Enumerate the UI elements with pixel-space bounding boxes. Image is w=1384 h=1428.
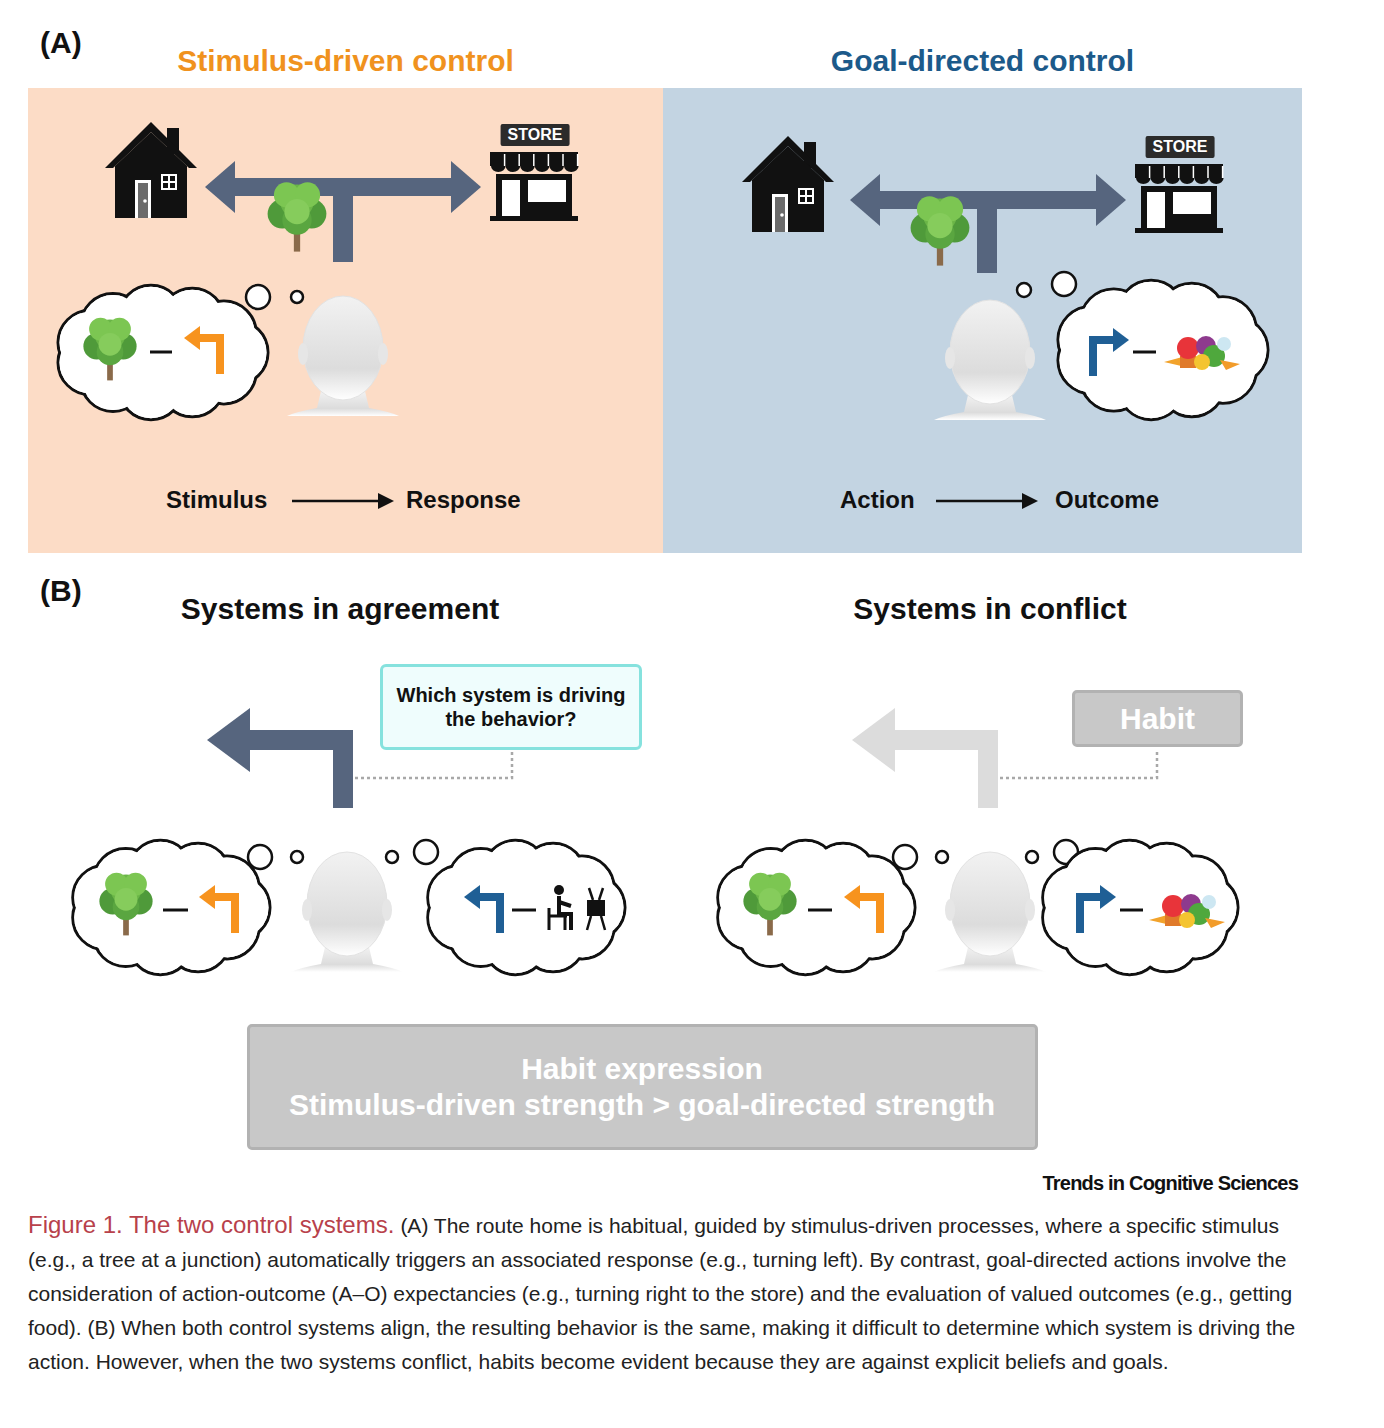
thought-cloud xyxy=(718,840,915,974)
turn-arrow xyxy=(1080,885,1116,933)
panel-letter: (A) xyxy=(40,26,82,60)
head-icon xyxy=(934,852,1046,972)
association-dash xyxy=(512,909,536,912)
food-icon xyxy=(1149,894,1225,928)
thought-bubble xyxy=(1017,283,1031,297)
box-subtext: Stimulus-driven strength > goal-directed… xyxy=(289,1087,995,1123)
turn-arrow xyxy=(844,885,880,933)
thought-cloud xyxy=(1043,840,1238,974)
sign-text: STORE xyxy=(508,126,563,143)
turn-arrow xyxy=(184,326,220,374)
association-dash xyxy=(1133,351,1156,354)
turn-arrow xyxy=(464,885,500,933)
section-heading: Systems in agreement xyxy=(181,592,499,626)
tree-icon xyxy=(99,873,152,936)
figure-title: Figure 1. The two control systems. xyxy=(28,1211,394,1238)
association-dash xyxy=(150,351,172,354)
thought-bubble xyxy=(1026,851,1038,863)
store-sign: STORE xyxy=(1146,136,1215,158)
panel-heading: Goal-directed control xyxy=(663,44,1302,78)
turn-arrow-large xyxy=(207,708,343,808)
association-dash xyxy=(808,909,832,912)
question-callout: Which system is driving the behavior? xyxy=(380,664,642,750)
leader-line xyxy=(1000,750,1157,778)
tv-watching-icon xyxy=(549,885,605,930)
thought-bubble xyxy=(936,851,948,863)
tree-icon xyxy=(83,318,136,381)
box-text: Habit expression xyxy=(521,1051,763,1087)
thought-bubble xyxy=(246,285,270,309)
thought-bubble xyxy=(414,840,438,864)
thought-bubble xyxy=(386,851,398,863)
food-icon xyxy=(1164,336,1240,370)
sign-text: STORE xyxy=(1153,138,1208,155)
term-label: Stimulus xyxy=(166,486,267,514)
association-dash xyxy=(163,909,188,912)
habit-box: Habit xyxy=(1072,690,1243,747)
turn-arrow-faded xyxy=(852,708,988,808)
habit-expression-box: Habit expressionStimulus-driven strength… xyxy=(247,1024,1038,1150)
turn-arrow xyxy=(1093,328,1129,376)
thought-cloud xyxy=(73,840,270,974)
thought-bubble xyxy=(291,291,303,303)
section-heading: Systems in conflict xyxy=(853,592,1126,626)
thought-cloud xyxy=(428,840,625,974)
thought-cloud xyxy=(1058,280,1268,419)
thought-bubble xyxy=(291,851,303,863)
thought-bubble xyxy=(893,845,917,869)
tree-icon xyxy=(743,873,796,936)
figure-caption: Figure 1. The two control systems.(A) Th… xyxy=(28,1208,1302,1379)
store-sign: STORE xyxy=(501,124,570,146)
panel-letter: (B) xyxy=(40,574,82,608)
association-dash xyxy=(1120,909,1143,912)
thought-bubble xyxy=(248,845,272,869)
thought-cloud xyxy=(58,285,268,419)
term-label: Action xyxy=(840,486,915,514)
term-label: Response xyxy=(406,486,521,514)
box-text: Habit xyxy=(1120,701,1195,737)
panel-heading: Stimulus-driven control xyxy=(28,44,663,78)
journal-name: Trends in Cognitive Sciences xyxy=(1043,1172,1298,1195)
head-icon xyxy=(291,852,403,972)
leader-line xyxy=(355,752,512,778)
store-icon xyxy=(1135,164,1224,233)
store-icon xyxy=(490,152,579,221)
thought-bubble xyxy=(1052,272,1076,296)
box-text: Which system is driving the behavior? xyxy=(395,683,627,731)
term-label: Outcome xyxy=(1055,486,1159,514)
turn-arrow xyxy=(199,885,235,933)
